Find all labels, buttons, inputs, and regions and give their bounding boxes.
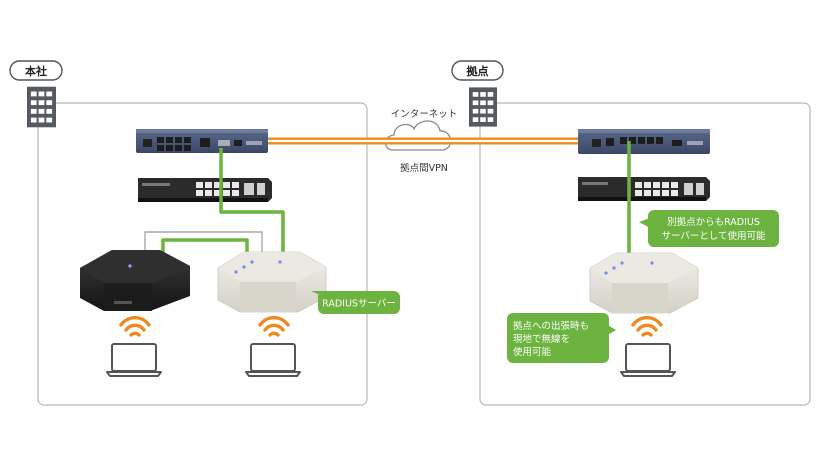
branch-site-label-text: 拠点 <box>467 64 489 78</box>
hq-dark-access-point-icon <box>80 250 190 311</box>
branch-building-icon <box>469 87 497 127</box>
hq-site-label-text: 本社 <box>25 64 47 78</box>
branch-travel-callout-line1: 拠点への出張時も <box>513 320 589 332</box>
branch-access-point-icon <box>589 252 699 314</box>
hq-laptop-icon-2 <box>245 343 301 377</box>
branch-radius-callout: 別拠点からもRADIUS サーバーとして使用可能 <box>639 210 779 247</box>
radius-server-callout-text: RADIUSサーバー <box>322 299 396 310</box>
hq-ap-link <box>161 238 249 262</box>
branch-switch-icon <box>578 177 710 201</box>
internet-cloud-icon <box>384 120 452 151</box>
branch-wifi-signal-icon <box>631 316 663 337</box>
branch-site-label: 拠点 <box>451 60 504 81</box>
hq-building-icon <box>27 86 56 128</box>
hq-radius-access-point-icon <box>217 251 327 313</box>
branch-travel-callout-line3: 使用可能 <box>513 346 552 358</box>
hq-wifi-signal-icon-1 <box>119 316 151 337</box>
hq-switch-icon <box>138 178 272 202</box>
hq-site-label: 本社 <box>9 60 63 81</box>
branch-radius-callout-line2: サーバーとして使用可能 <box>661 230 766 242</box>
branch-router-icon <box>578 129 710 154</box>
hq-laptop-icon-1 <box>106 343 162 377</box>
branch-travel-callout: 拠点への出張時も 現地で無線を 使用可能 <box>507 313 616 363</box>
hq-router-icon <box>136 129 268 153</box>
hq-site-frame <box>37 102 368 406</box>
hq-wifi-signal-icon-2 <box>258 316 290 337</box>
branch-radius-callout-line1: 別拠点からもRADIUS <box>667 216 760 228</box>
branch-site-frame <box>479 102 811 406</box>
vpn-label: 拠点間VPN <box>400 162 448 174</box>
radius-server-callout: RADIUSサーバー <box>311 291 400 314</box>
branch-laptop-icon <box>620 343 676 377</box>
branch-travel-callout-line2: 現地で無線を <box>513 333 570 345</box>
hq-lan-cable <box>144 231 263 256</box>
internet-label: インターネット <box>391 109 458 120</box>
hq-uplink-cable <box>219 148 285 258</box>
